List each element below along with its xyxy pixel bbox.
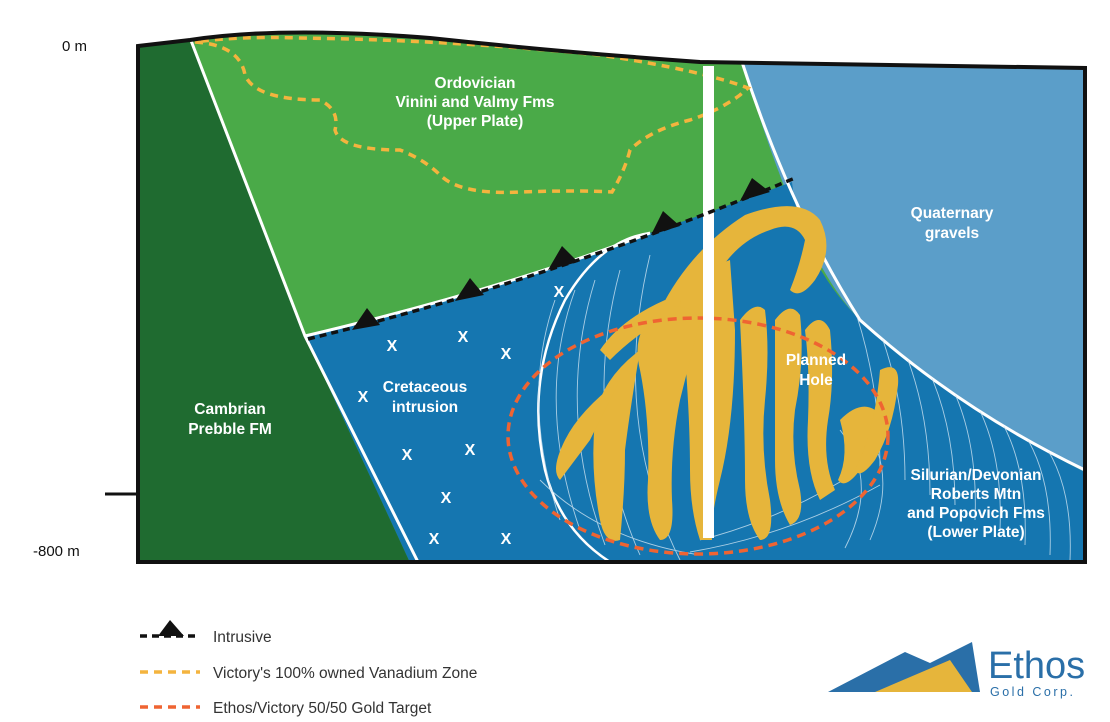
legend: Intrusive Victory's 100% owned Vanadium … — [140, 620, 477, 717]
svg-text:(Upper Plate): (Upper Plate) — [427, 113, 523, 130]
quaternary-contact-line — [740, 61, 1085, 472]
intrusion-marker: X — [441, 490, 452, 507]
intrusion-marker: X — [501, 531, 512, 548]
svg-text:(Lower Plate): (Lower Plate) — [927, 524, 1024, 541]
thrust-triangles — [352, 178, 770, 330]
section-outline — [136, 30, 1087, 564]
intrusion-marker: X — [465, 442, 476, 459]
legend-intrusive-symbol — [140, 620, 200, 638]
svg-text:intrusion: intrusion — [392, 399, 458, 416]
svg-text:gravels: gravels — [925, 225, 979, 242]
legend-intrusive-label: Intrusive — [213, 629, 272, 646]
intrusion-marker: X — [429, 531, 440, 548]
ordovician-label: Ordovician Vinini and Valmy Fms (Upper P… — [395, 75, 554, 130]
logo-subtitle: Gold Corp. — [990, 685, 1075, 699]
quaternary-unit — [742, 60, 1085, 480]
svg-text:Ordovician: Ordovician — [435, 75, 516, 92]
svg-text:Quaternary: Quaternary — [911, 205, 994, 222]
svg-text:Hole: Hole — [799, 372, 833, 389]
svg-text:Vinini and Valmy Fms: Vinini and Valmy Fms — [395, 94, 554, 111]
gold-target-outline — [506, 316, 890, 556]
logo-name: Ethos — [988, 645, 1085, 687]
svg-text:Planned: Planned — [786, 352, 846, 369]
quaternary-label: Quaternary gravels — [911, 205, 994, 242]
legend-gold-label: Ethos/Victory 50/50 Gold Target — [213, 700, 432, 717]
intrusion-marker: X — [387, 338, 398, 355]
svg-text:Cambrian: Cambrian — [194, 401, 266, 418]
svg-text:Roberts Mtn: Roberts Mtn — [931, 486, 1021, 503]
legend-vanadium-label: Victory's 100% owned Vanadium Zone — [213, 665, 477, 682]
vanadium-zone-outline — [194, 35, 752, 195]
cambrian-label: Cambrian Prebble FM — [188, 401, 272, 438]
intrusion-marker: X — [501, 346, 512, 363]
depth-label-bottom: -800 m — [33, 543, 80, 560]
silurian-label: Silurian/Devonian Roberts Mtn and Popovi… — [907, 467, 1045, 541]
svg-text:Cretaceous: Cretaceous — [383, 379, 467, 396]
planned-hole — [703, 66, 714, 538]
intrusion-marker: X — [458, 329, 469, 346]
svg-text:Prebble FM: Prebble FM — [188, 421, 272, 438]
intrusion-marker: X — [358, 389, 369, 406]
planned-hole-label: Planned Hole — [786, 352, 846, 389]
depth-label-top: 0 m — [62, 38, 87, 55]
cretaceous-label: Cretaceous intrusion — [383, 379, 467, 416]
logo-gold-peak-icon — [875, 660, 972, 692]
ethos-logo: Ethos Gold Corp. — [828, 642, 1085, 699]
intrusion-markers: X X X X X X X X X X — [358, 284, 565, 548]
intrusion-marker: X — [402, 447, 413, 464]
cambrian-unit — [138, 32, 418, 562]
svg-text:and Popovich Fms: and Popovich Fms — [907, 505, 1045, 522]
intrusion-marker: X — [554, 284, 565, 301]
svg-text:Silurian/Devonian: Silurian/Devonian — [911, 467, 1042, 484]
